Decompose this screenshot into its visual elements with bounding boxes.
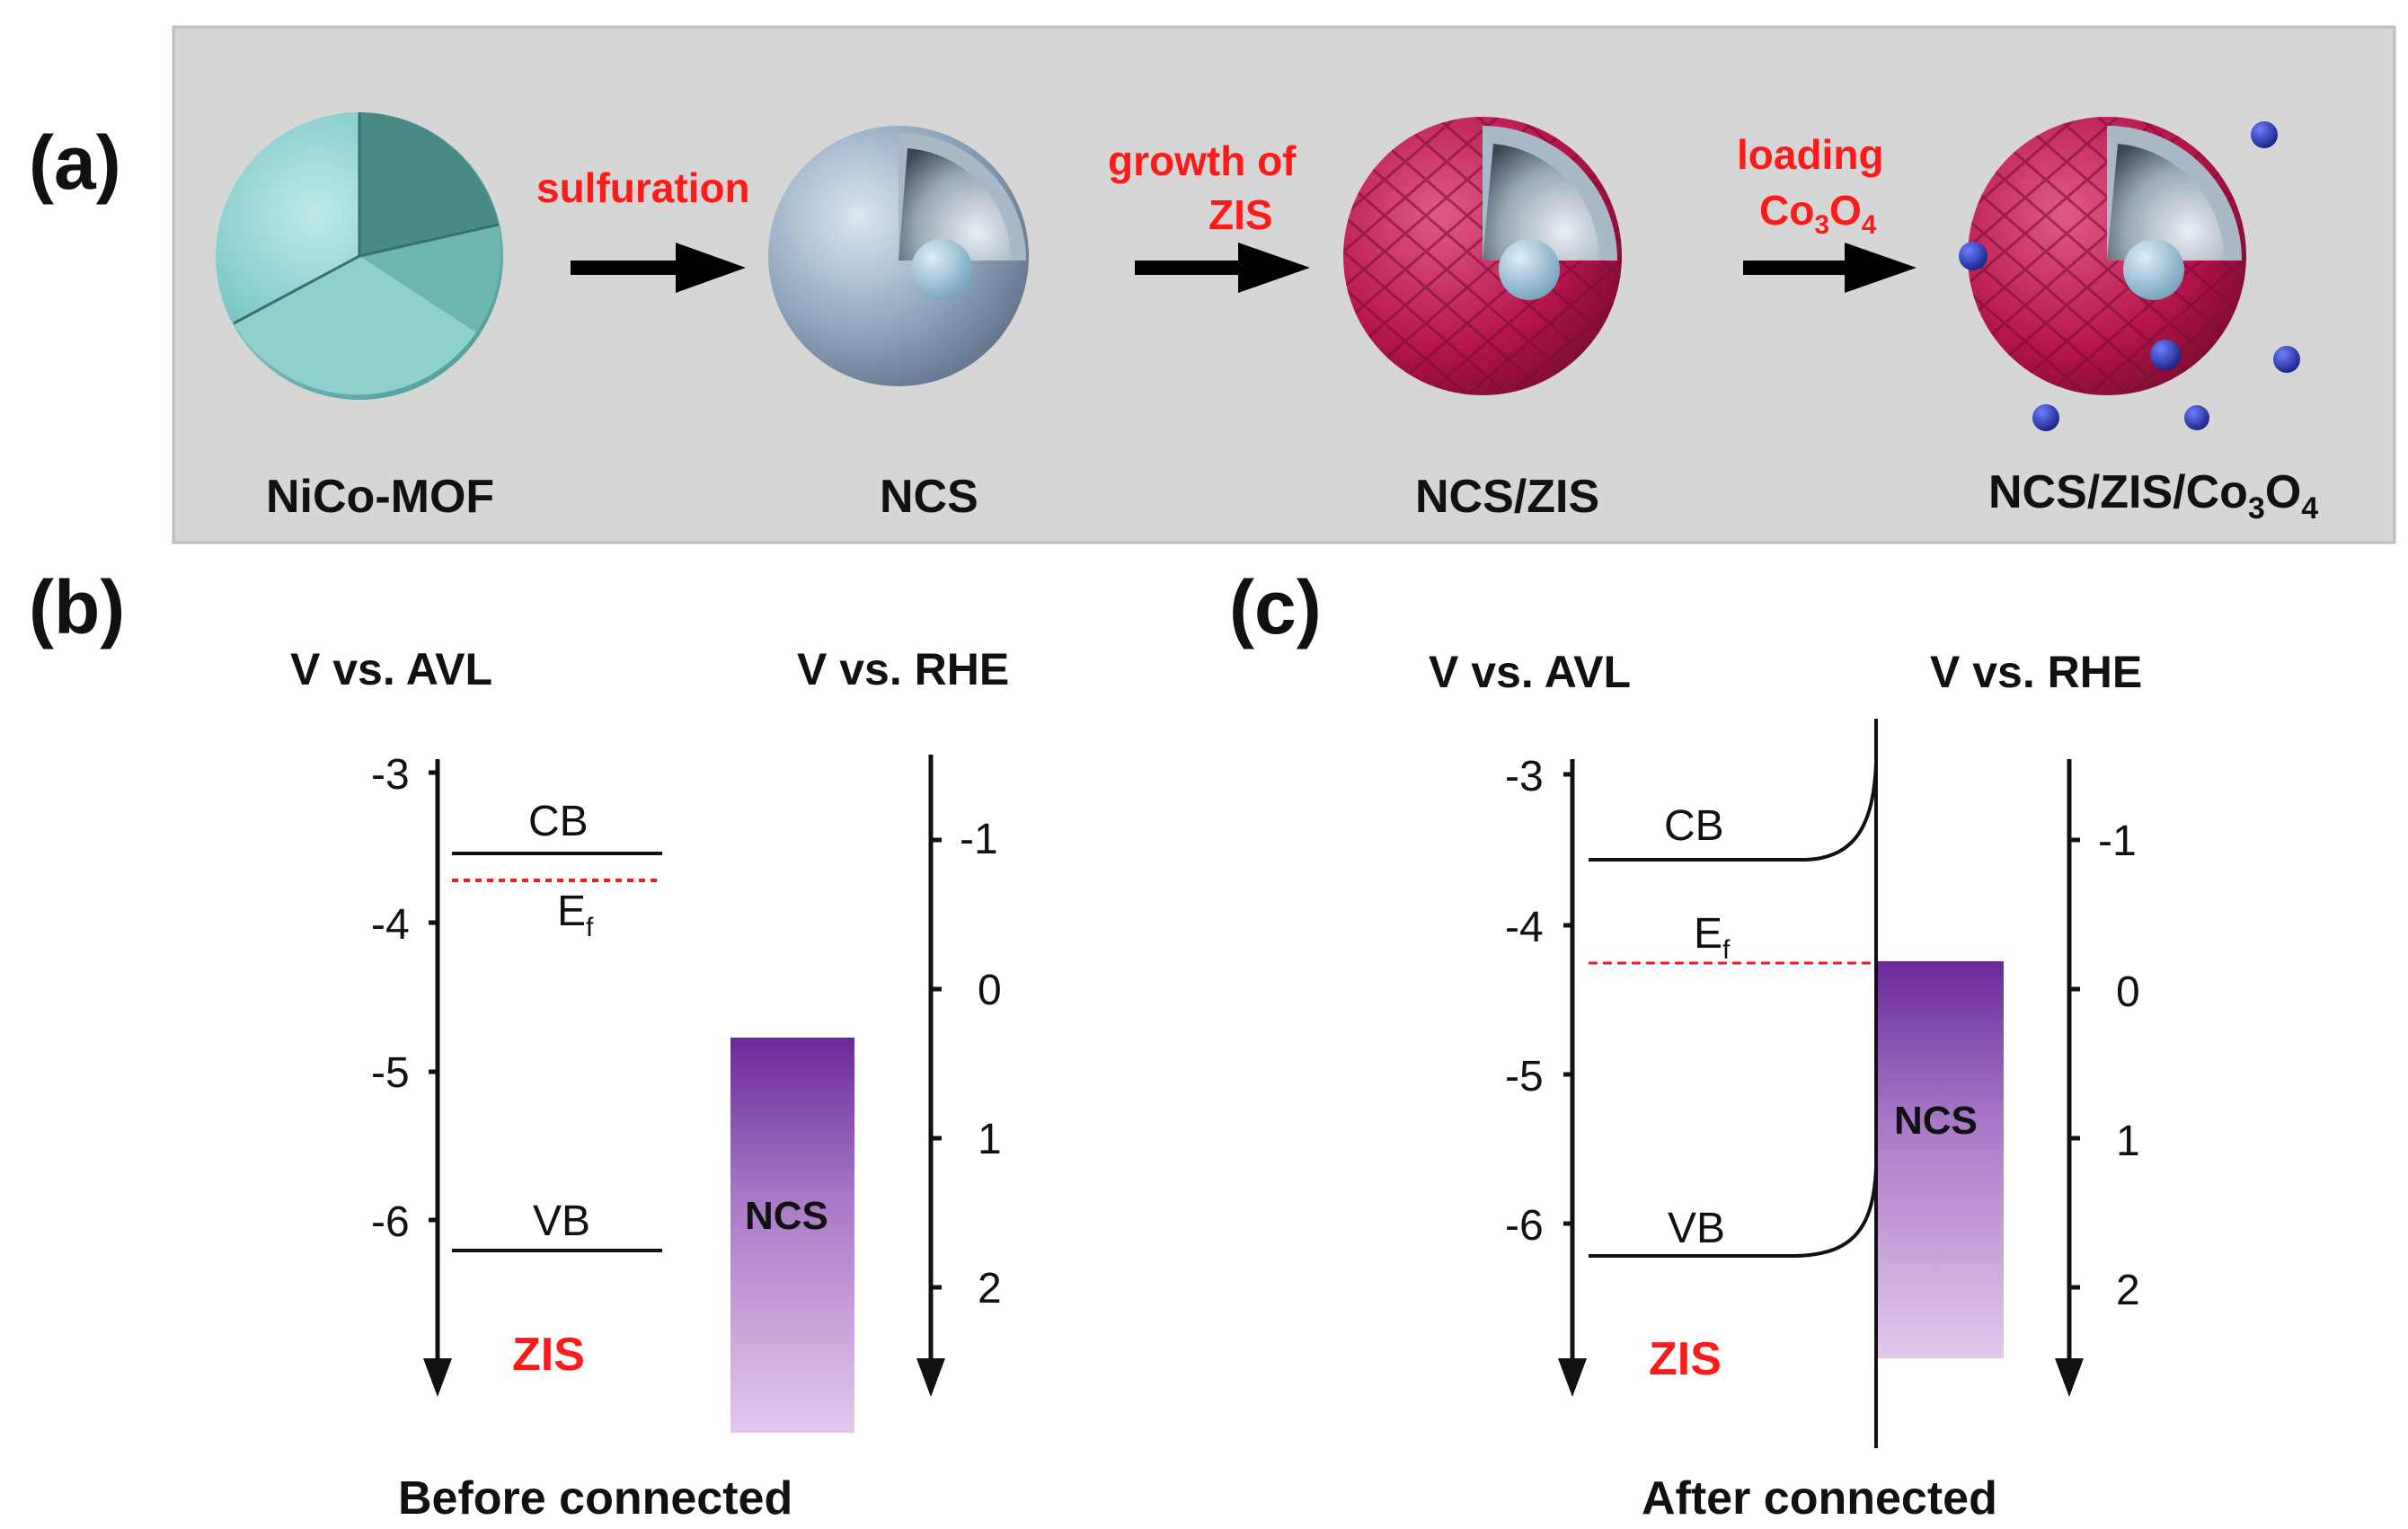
scheme-arrow bbox=[571, 243, 746, 293]
tick-label: 1 bbox=[978, 1116, 1002, 1163]
cb-label: CB bbox=[1664, 802, 1724, 850]
cb-label: CB bbox=[528, 798, 589, 845]
tick-label: 1 bbox=[2116, 1118, 2140, 1165]
ncs-sphere bbox=[768, 126, 1029, 386]
scheme-arrow bbox=[1743, 243, 1917, 293]
o-text: O bbox=[2265, 466, 2301, 518]
axis-title-rhe: V vs. RHE bbox=[1930, 647, 2142, 697]
tick-label: -3 bbox=[371, 751, 410, 799]
o-text: O bbox=[1829, 187, 1862, 234]
caption-after: After connected bbox=[1642, 1472, 1997, 1525]
panel-label-a: (a) bbox=[29, 120, 121, 205]
material-label-ncs-zis: NCS/ZIS bbox=[1415, 471, 1599, 523]
subscript: 3 bbox=[2248, 491, 2265, 526]
ncs-block-label: NCS bbox=[745, 1194, 828, 1238]
subscript: 3 bbox=[1814, 210, 1829, 240]
co3o4-particle bbox=[2184, 405, 2209, 430]
tick-label: -3 bbox=[1505, 753, 1544, 800]
axis-title-rhe: V vs. RHE bbox=[797, 644, 1009, 694]
subscript: f bbox=[586, 913, 594, 942]
co3o4-particle bbox=[2273, 346, 2300, 373]
avl-axis bbox=[423, 759, 452, 1397]
tick-label: -4 bbox=[1505, 904, 1544, 951]
rhe-axis bbox=[2055, 759, 2084, 1397]
ncs-zis-sphere bbox=[1343, 117, 1622, 395]
vb-label: VB bbox=[533, 1198, 590, 1245]
step-label-sulfuration: sulfuration bbox=[536, 164, 750, 211]
subscript: f bbox=[1722, 935, 1731, 965]
tick-label: 0 bbox=[2116, 968, 2140, 1016]
caption-before: Before connected bbox=[398, 1472, 792, 1525]
fermi-label: Ef bbox=[1694, 910, 1731, 965]
fermi-label: Ef bbox=[557, 888, 594, 942]
step-label-co3o4: Co3O4 bbox=[1759, 187, 1877, 240]
vb-level bbox=[1589, 1167, 1878, 1258]
subscript: 4 bbox=[1862, 210, 1877, 240]
zis-label: ZIS bbox=[512, 1329, 585, 1381]
zis-label: ZIS bbox=[1649, 1333, 1722, 1385]
ncs-band-block bbox=[730, 1038, 854, 1433]
ncs-band-block bbox=[1878, 961, 2004, 1358]
axis-title-avl: V vs. AVL bbox=[1429, 647, 1631, 697]
tick-label: -1 bbox=[2098, 818, 2137, 865]
e-text: E bbox=[557, 888, 586, 935]
tick-label: -6 bbox=[1505, 1202, 1544, 1250]
material-label-ncs: NCS bbox=[880, 471, 978, 523]
panel-label-b: (b) bbox=[29, 565, 125, 650]
co3o4-particle bbox=[2150, 340, 2181, 370]
ncs-block-label: NCS bbox=[1894, 1099, 1978, 1143]
tick-label: 2 bbox=[978, 1265, 1002, 1312]
co3o4-particle bbox=[2251, 121, 2278, 148]
co3o4-particle bbox=[1959, 242, 1987, 270]
tick-label: -4 bbox=[371, 901, 410, 949]
nico-mof-sphere bbox=[216, 112, 503, 400]
rhe-axis bbox=[916, 755, 945, 1397]
tick-label: -1 bbox=[960, 816, 998, 863]
avl-axis bbox=[1558, 759, 1587, 1397]
tick-label: 0 bbox=[978, 967, 1002, 1014]
ncs-zis-co3o4-sphere bbox=[1959, 117, 2300, 431]
scheme-arrow bbox=[1135, 243, 1310, 293]
e-text: E bbox=[1694, 910, 1722, 958]
axis-title-avl: V vs. AVL bbox=[290, 644, 492, 694]
subscript: 4 bbox=[2301, 491, 2318, 526]
vb-label: VB bbox=[1668, 1205, 1725, 1252]
material-label-nico-mof: NiCo-MOF bbox=[266, 471, 494, 523]
co3o4-particle bbox=[2032, 404, 2059, 431]
tick-label: -6 bbox=[371, 1198, 410, 1246]
cb-level bbox=[1589, 763, 1878, 862]
material-label-ncs-zis-co3o4: NCS/ZIS/Co3O4 bbox=[1988, 466, 2318, 526]
panel-label-c: (c) bbox=[1229, 565, 1322, 650]
step-label-loading: loading bbox=[1737, 131, 1884, 178]
tick-label: -5 bbox=[1505, 1053, 1544, 1100]
tick-label: -5 bbox=[371, 1049, 410, 1097]
co-text: Co bbox=[1759, 187, 1814, 234]
step-label-growth: growth of bbox=[1108, 137, 1297, 184]
tick-label: 2 bbox=[2116, 1267, 2140, 1314]
main-text: NCS/ZIS/Co bbox=[1988, 466, 2248, 518]
step-label-zis: ZIS bbox=[1208, 191, 1273, 238]
